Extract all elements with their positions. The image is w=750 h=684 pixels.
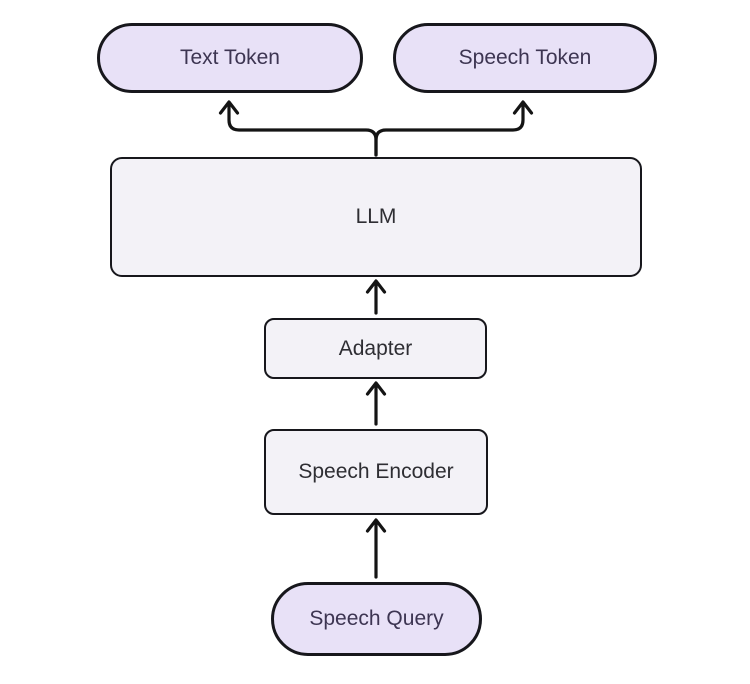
node-llm-label: LLM	[355, 205, 397, 228]
node-speech-token-label: Speech Token	[458, 46, 592, 69]
node-speech-encoder: Speech Encoder	[264, 429, 488, 515]
node-speech-encoder-label: Speech Encoder	[298, 460, 454, 483]
node-speech-query: Speech Query	[271, 582, 482, 656]
node-speech-query-label: Speech Query	[309, 607, 444, 630]
node-text-token: Text Token	[97, 23, 363, 93]
node-text-token-label: Text Token	[179, 46, 280, 69]
node-speech-token: Speech Token	[393, 23, 657, 93]
arrow-adapter-to-llm	[365, 279, 387, 315]
node-adapter-label: Adapter	[338, 336, 413, 360]
arrow-llm-to-speech-token	[374, 100, 534, 157]
arrow-speech-encoder-to-adapter	[365, 381, 387, 426]
node-llm: LLM	[110, 157, 642, 277]
node-adapter: Adapter	[264, 318, 487, 379]
arrow-speech-query-to-speech-encoder	[365, 518, 387, 579]
arrow-llm-to-text-token	[218, 100, 378, 157]
